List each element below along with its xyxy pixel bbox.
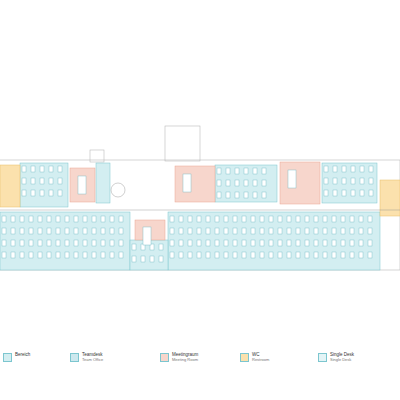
legend-subtext: Single Desk (330, 357, 354, 362)
legend-subtext: Restroom (252, 357, 269, 362)
legend-text-group: WCRestroom (252, 352, 269, 362)
legend-text: Meetingraum (172, 352, 198, 357)
legend-swatch (3, 353, 12, 362)
legend-item: MeetingraumMeeting Room (160, 352, 198, 362)
legend-text-group: Single DeskSingle Desk (330, 352, 354, 362)
legend-text: Single Desk (330, 352, 354, 357)
legend-item: WCRestroom (240, 352, 269, 362)
legend-swatch (70, 353, 79, 362)
legend-subtext: Meeting Room (172, 357, 198, 362)
legend-item: Bereich (3, 352, 30, 362)
legend-item: TeamdeskTeam Office (70, 352, 103, 362)
legend-text: Bereich (15, 352, 30, 357)
legend-text: Teamdesk (82, 352, 103, 357)
legend-text-group: TeamdeskTeam Office (82, 352, 103, 362)
legend-swatch (318, 353, 327, 362)
legend-item: Single DeskSingle Desk (318, 352, 354, 362)
legend-swatch (240, 353, 249, 362)
legend-text: WC (252, 352, 269, 357)
legend-subtext: Team Office (82, 357, 103, 362)
legend-text-group: MeetingraumMeeting Room (172, 352, 198, 362)
legend-swatch (160, 353, 169, 362)
legend-text-group: Bereich (15, 352, 30, 357)
